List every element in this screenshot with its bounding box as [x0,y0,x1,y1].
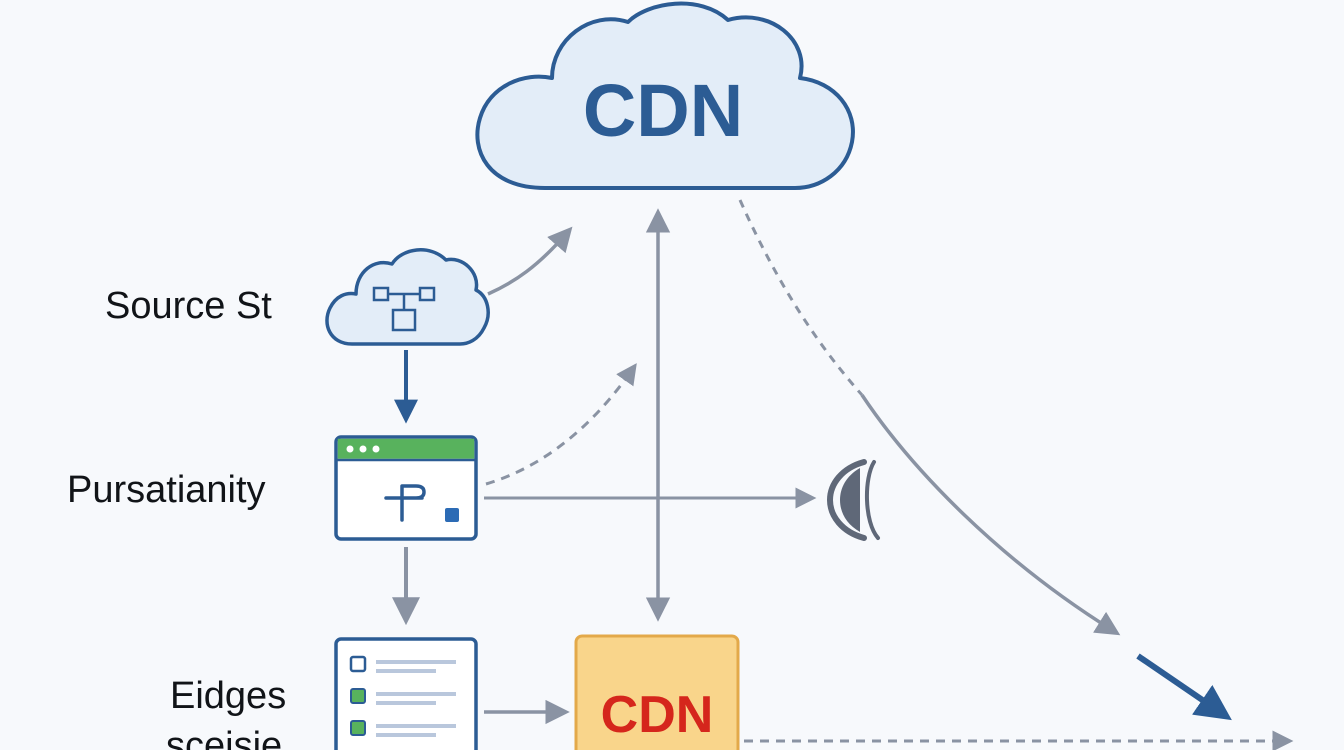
source-node: Source St [105,248,490,346]
connector-source-to-cloud [487,226,573,296]
edges-node-label-line2: sceisie [166,725,282,750]
edges-node: Eidges sceisie [166,637,478,750]
edges-node-label-line1: Eidges [170,675,286,717]
connector-blue-diagonal [1136,653,1232,721]
network-nodes-icon [372,286,436,332]
connector-cloud-solid-curve [860,394,1121,636]
bracket-glyph-icon [826,459,880,541]
checklist-document-icon [334,637,478,750]
cdn-node-box [574,634,740,750]
connector-cloud-dashed-curve [738,199,864,396]
cdn-node-label: CDN [601,686,714,744]
main-cloud-label: CDN [583,69,743,152]
cloud-icon [475,1,855,190]
cloud-network-icon [325,248,490,346]
app-node: Pursatianity [67,435,478,541]
main-cdn-cloud: CDN [475,1,855,190]
cdn-node: CDN [574,634,740,750]
app-node-label: Pursatianity [67,469,266,511]
browser-window-icon [334,435,478,541]
source-node-label: Source St [105,285,272,327]
connector-app-dashed [485,363,637,486]
